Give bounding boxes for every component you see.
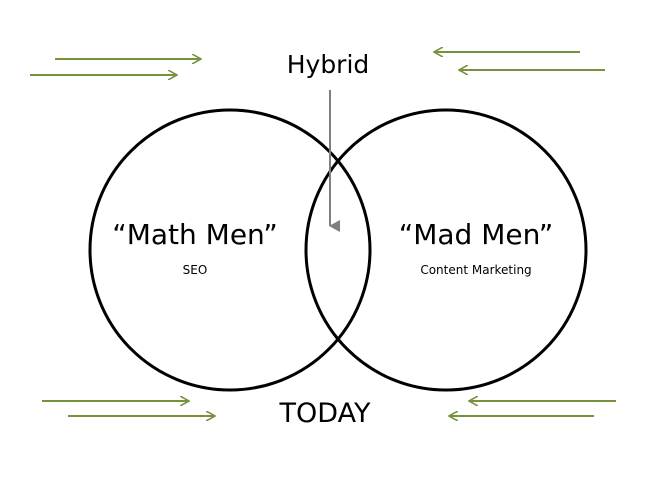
hybrid-label: Hybrid xyxy=(286,50,370,79)
left-circle-math-men xyxy=(88,108,372,392)
today-label: TODAY xyxy=(279,398,371,429)
right-circle-mad-men xyxy=(304,108,588,392)
seo-subtitle: SEO xyxy=(182,263,208,277)
math-men-title: “Math Men” xyxy=(112,218,278,251)
content-marketing-subtitle: Content Marketing xyxy=(420,263,532,277)
mad-men-title: “Mad Men” xyxy=(398,218,554,251)
